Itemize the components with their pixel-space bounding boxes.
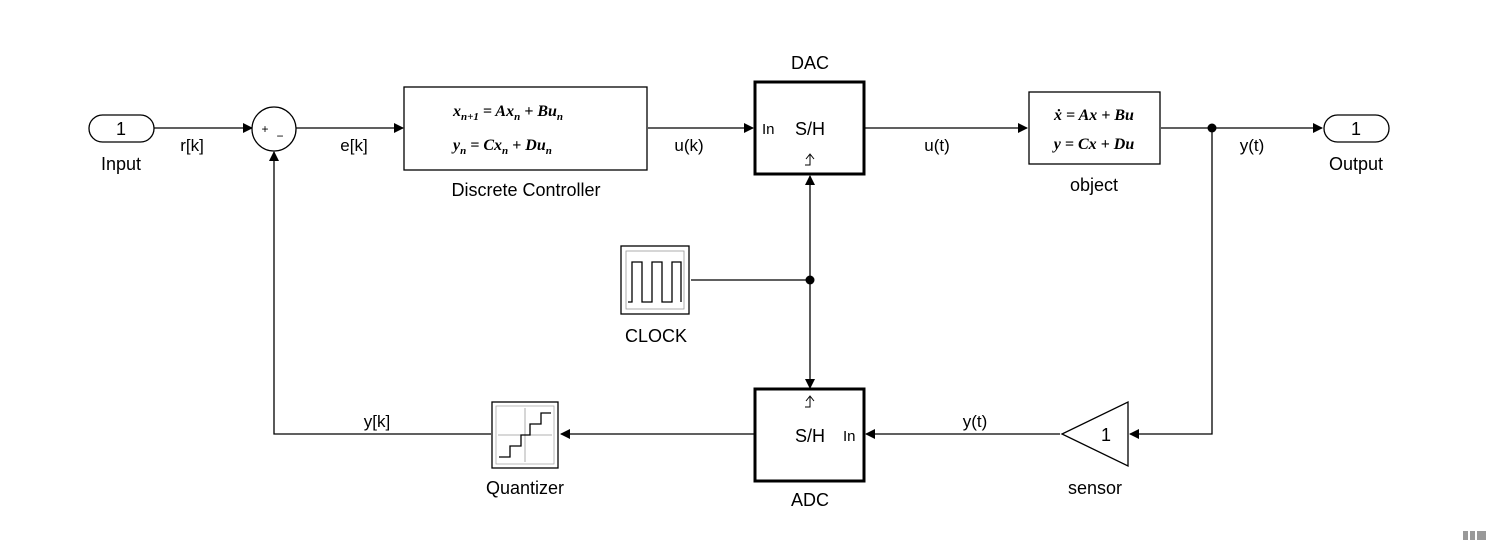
output-port-label: Output [1329, 154, 1383, 174]
output-port[interactable]: 1 [1323, 114, 1390, 143]
dac-sh-text: S/H [795, 119, 825, 139]
object-block[interactable]: ẋ = Ax + Bu y = Cx + Du [1028, 91, 1161, 165]
corner-logo-icon [1463, 531, 1486, 540]
clock-label: CLOCK [625, 326, 687, 346]
controller-equation-1: xn+1= Axn + Bun [452, 103, 563, 123]
object-equation-1: ẋ = Ax + Bu [1053, 107, 1134, 124]
input-port[interactable]: 1 [88, 114, 155, 143]
object-label: object [1070, 175, 1118, 195]
adc-sh-text: S/H [795, 426, 825, 446]
input-port-number: 1 [116, 119, 126, 139]
signal-y-t-bottom-label: y(t) [963, 412, 988, 431]
signal-y-t-top-label: y(t) [1240, 136, 1265, 155]
adc-block[interactable]: S/H In [753, 387, 866, 483]
signal-u-k-label: u(k) [674, 136, 703, 155]
adc-title: ADC [791, 490, 829, 510]
sensor-gain: 1 [1101, 425, 1111, 445]
dac-title: DAC [791, 53, 829, 73]
discrete-controller-block[interactable]: xn+1= Axn + Bun yn= Cxn + Dun [403, 86, 648, 171]
clock-block[interactable] [620, 245, 690, 315]
signal-y-k-label: y[k] [364, 412, 390, 431]
signal-u-t-label: u(t) [924, 136, 950, 155]
adc-trigger-icon [805, 395, 815, 408]
sum-plus-sign: + [261, 122, 268, 136]
wire-y-to-sensor[interactable] [1129, 128, 1213, 439]
clock-pulse-icon [628, 261, 682, 303]
signal-e-label: e[k] [340, 136, 367, 155]
adc-in-port-label: In [843, 428, 856, 445]
input-port-label: Input [101, 154, 141, 174]
quantizer-label: Quantizer [486, 478, 564, 498]
quantizer-staircase-icon [499, 412, 551, 458]
quantizer-block[interactable] [491, 401, 559, 469]
wire-quantizer-to-sum[interactable] [269, 151, 491, 435]
signal-r-label: r[k] [180, 136, 204, 155]
sum-block[interactable]: + − [251, 106, 297, 152]
dac-trigger-icon [805, 153, 815, 166]
dac-in-port-label: In [762, 121, 775, 138]
output-port-number: 1 [1351, 119, 1361, 139]
dac-block[interactable]: In S/H [753, 80, 866, 176]
wires [154, 123, 1323, 439]
sensor-label: sensor [1068, 478, 1122, 498]
sum-minus-sign: − [276, 129, 283, 143]
sensor-block[interactable]: 1 [1060, 400, 1129, 468]
object-equation-2: y = Cx + Du [1052, 136, 1135, 153]
controller-label: Discrete Controller [451, 180, 600, 200]
controller-equation-2: yn= Cxn + Dun [451, 137, 552, 157]
